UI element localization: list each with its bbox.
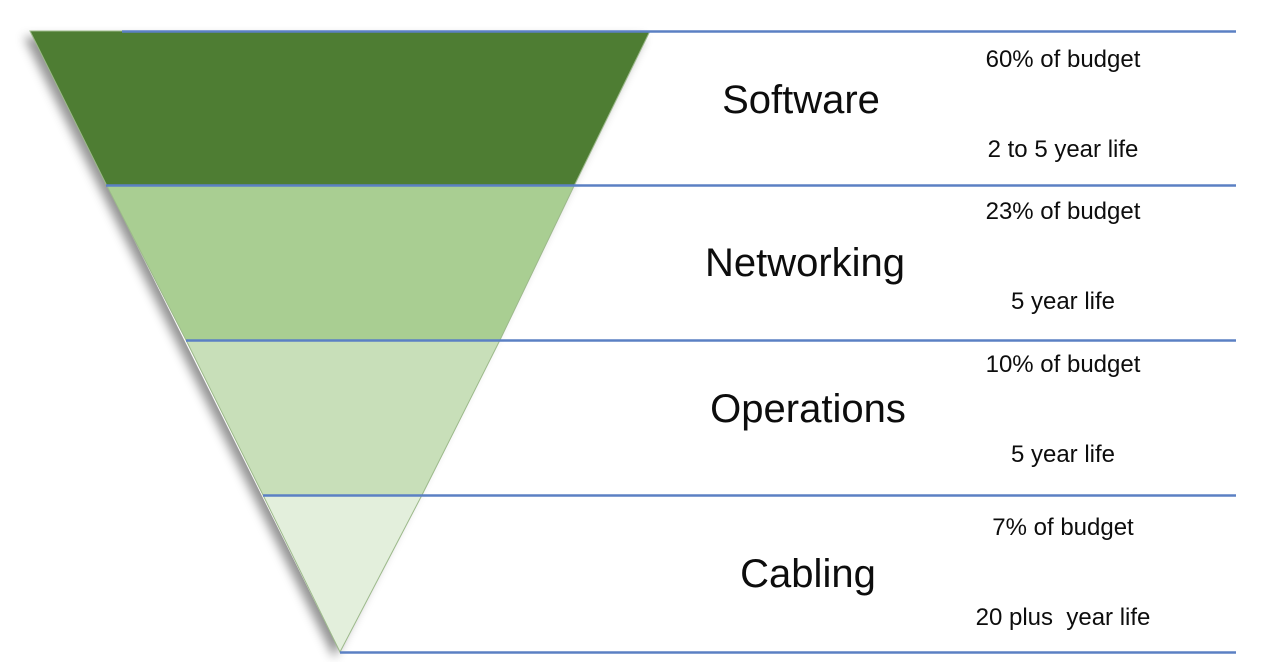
funnel-band-software[interactable] bbox=[29, 30, 651, 186]
funnel-detail-percent-networking: 23% of budget bbox=[985, 198, 1141, 225]
funnel-label-operations: Operations bbox=[710, 387, 906, 431]
funnel-label-cabling: Cabling bbox=[740, 552, 876, 596]
funnel-band-networking[interactable] bbox=[105, 184, 576, 341]
funnel-detail-lifespan-cabling: 20 plus year life bbox=[975, 604, 1151, 631]
funnel-detail-lifespan-operations: 5 year life bbox=[1010, 441, 1116, 468]
funnel-detail-percent-software: 60% of budget bbox=[985, 46, 1141, 73]
funnel-detail-software: 60% of budget 2 to 5 year life bbox=[986, 0, 1141, 225]
funnel-detail-lifespan-software: 2 to 5 year life bbox=[987, 136, 1139, 163]
funnel-label-networking: Networking bbox=[704, 241, 906, 285]
funnel-label-software: Software bbox=[722, 78, 880, 122]
funnel-detail-lifespan-networking: 5 year life bbox=[1010, 288, 1116, 315]
funnel-detail-operations: 10% of budget 5 year life bbox=[986, 290, 1141, 530]
funnel-detail-percent-operations: 10% of budget bbox=[985, 351, 1141, 378]
funnel-band-cabling[interactable] bbox=[262, 494, 423, 654]
funnel-band-operations[interactable] bbox=[185, 339, 501, 496]
funnel-detail-percent-cabling: 7% of budget bbox=[992, 514, 1134, 541]
funnel-detail-cabling: 7% of budget 20 plus year life bbox=[976, 453, 1151, 662]
funnel-detail-networking: 23% of budget 5 year life bbox=[986, 137, 1141, 377]
